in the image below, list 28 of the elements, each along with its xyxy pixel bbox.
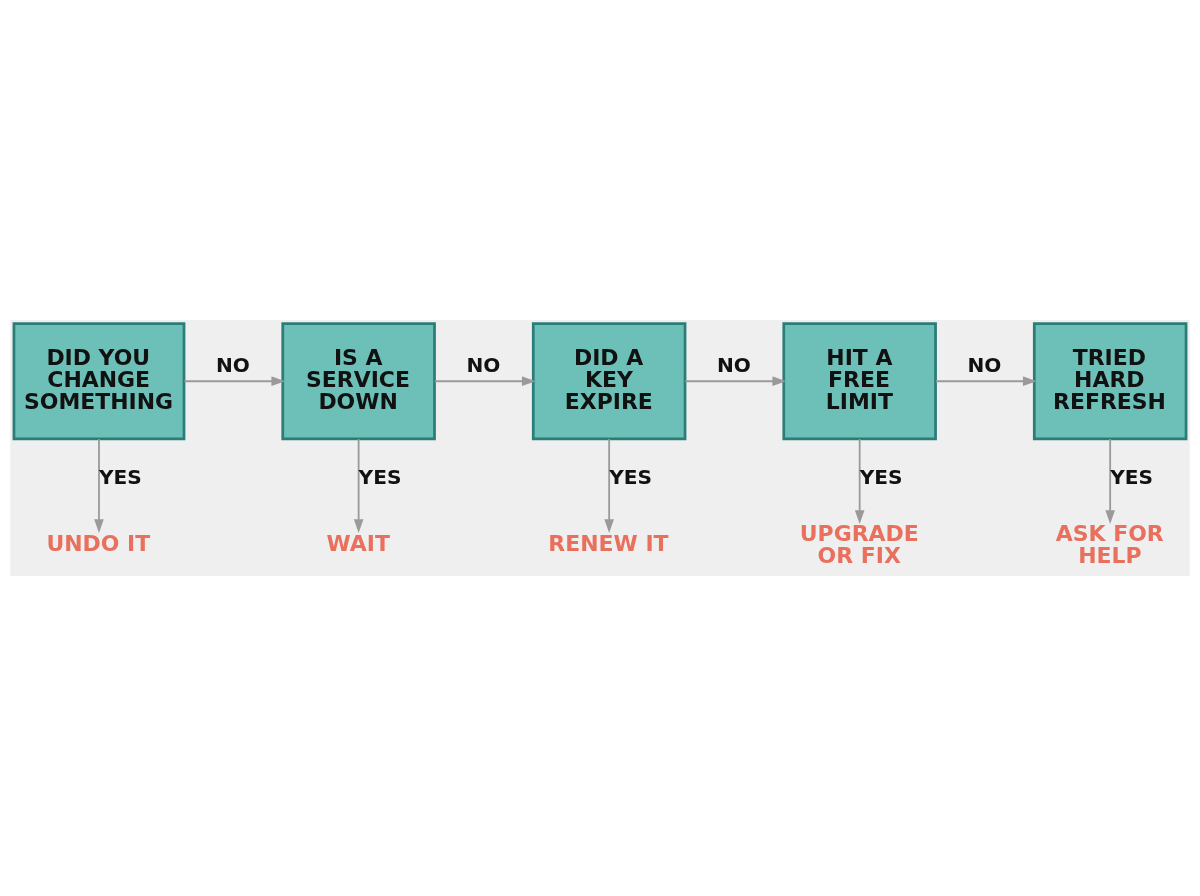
edge-label: YES xyxy=(859,465,903,490)
node-text: WAIT xyxy=(326,531,390,557)
edge-label: NO xyxy=(967,352,1002,377)
arrow xyxy=(684,376,787,387)
arrow xyxy=(604,438,614,533)
edge-label: YES xyxy=(609,465,652,490)
node-text: ASK FOR HELP xyxy=(1055,521,1164,569)
node-box: DID YOU CHANGE SOMETHING xyxy=(12,322,186,441)
node-box: IS A SERVICE DOWN xyxy=(281,322,436,441)
arrow xyxy=(433,376,536,387)
edge-label: NO xyxy=(216,352,250,377)
edge-label: YES xyxy=(358,465,402,490)
arrow xyxy=(934,376,1037,387)
node-box: HIT A FREE LIMIT xyxy=(782,322,937,441)
edge-label: NO xyxy=(466,352,501,377)
node-text: RENEW IT xyxy=(548,531,669,557)
node-box: DID A KEY EXPIRE xyxy=(531,322,687,441)
edge-label: YES xyxy=(98,465,142,490)
edge-label: NO xyxy=(717,352,751,377)
arrow xyxy=(353,438,364,533)
node-box: TRIED HARD REFRESH xyxy=(1032,322,1188,441)
node-text: UPGRADE OR FIX xyxy=(799,521,919,569)
arrow xyxy=(94,438,104,533)
arrow xyxy=(1105,438,1115,524)
arrow xyxy=(183,376,286,387)
node-text: UNDO IT xyxy=(46,531,151,557)
edge-label: YES xyxy=(1110,465,1153,490)
arrow xyxy=(854,438,865,524)
